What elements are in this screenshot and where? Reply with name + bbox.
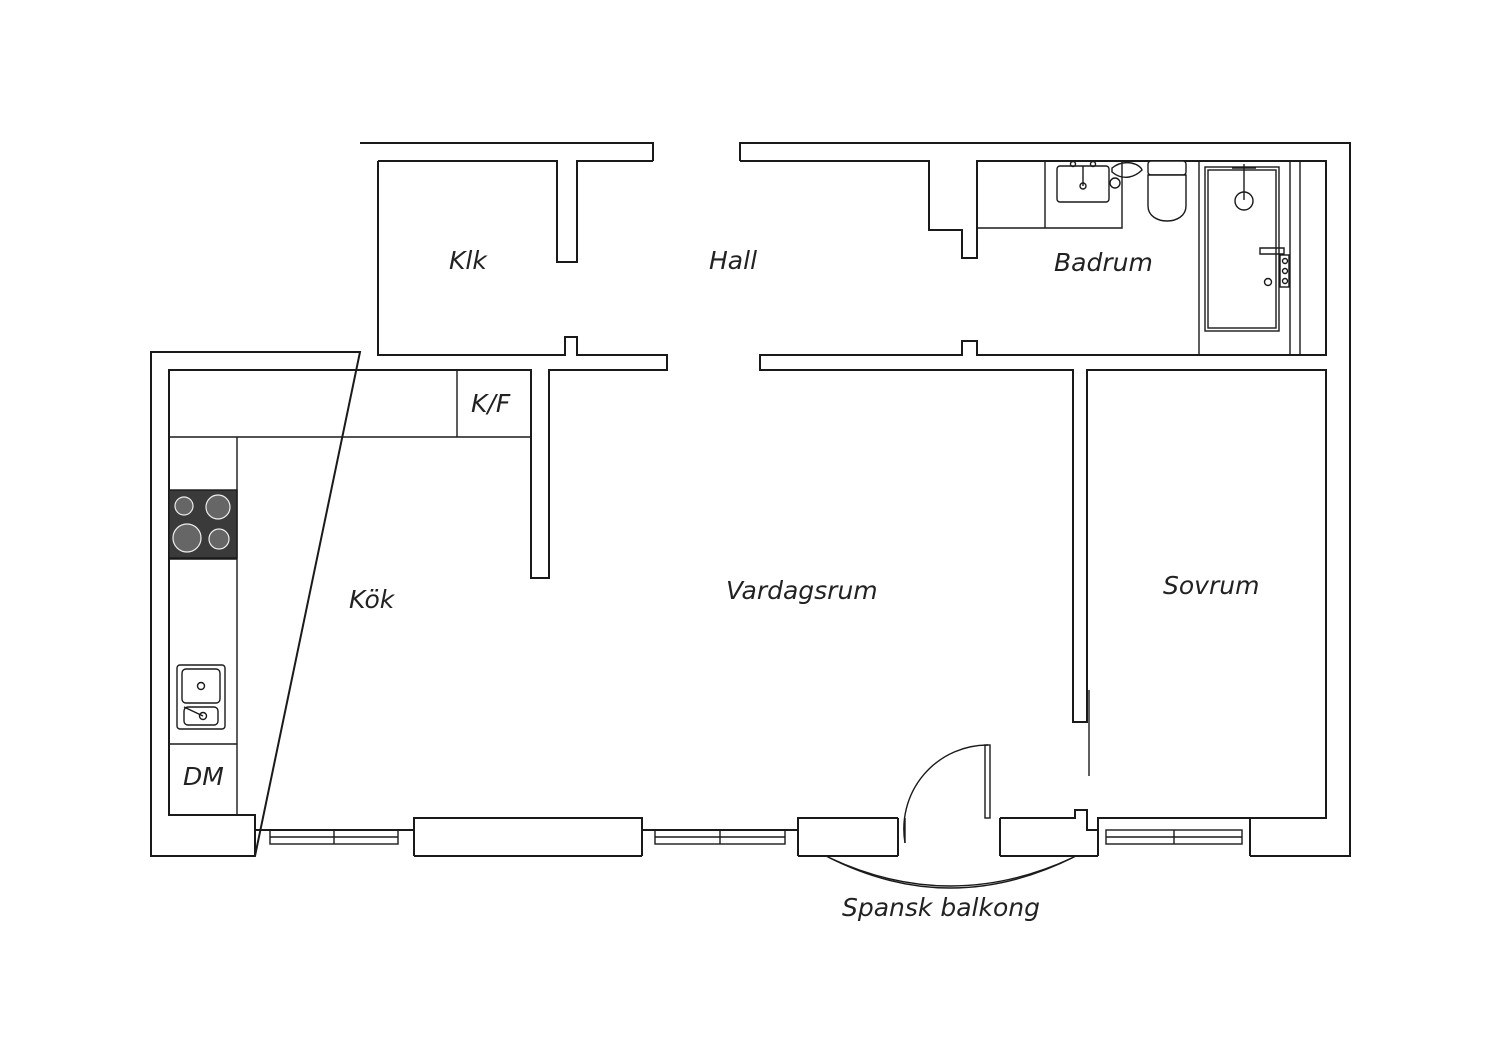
- kitchen-sink-icon: [176, 664, 226, 730]
- balcony-arc: [825, 855, 1077, 889]
- window-icon: [269, 829, 399, 845]
- room-label-hall: Hall: [709, 246, 757, 275]
- kitchen-counter: [169, 370, 531, 815]
- room-label-vardagsrum: Vardagsrum: [726, 576, 878, 605]
- bathroom-fixtures: [977, 161, 1301, 355]
- shower-icon: [1204, 164, 1290, 332]
- toilet-icon: [1147, 160, 1187, 222]
- room-label-kok: Kök: [349, 585, 396, 614]
- wash-basin-icon: [1056, 160, 1143, 203]
- room-label-dm: DM: [183, 762, 224, 791]
- window-icon: [1105, 829, 1243, 845]
- room-label-sovrum: Sovrum: [1163, 571, 1259, 600]
- stove-icon: [168, 489, 238, 559]
- door-swing-icon: [903, 744, 991, 844]
- label-spansk-balkong: Spansk balkong: [842, 893, 1040, 922]
- room-label-klk: Klk: [449, 246, 488, 275]
- room-label-badrum: Badrum: [1054, 248, 1153, 277]
- room-label-kf: K/F: [471, 389, 511, 418]
- window-icon: [654, 829, 786, 845]
- outer-wall: [150, 142, 1351, 857]
